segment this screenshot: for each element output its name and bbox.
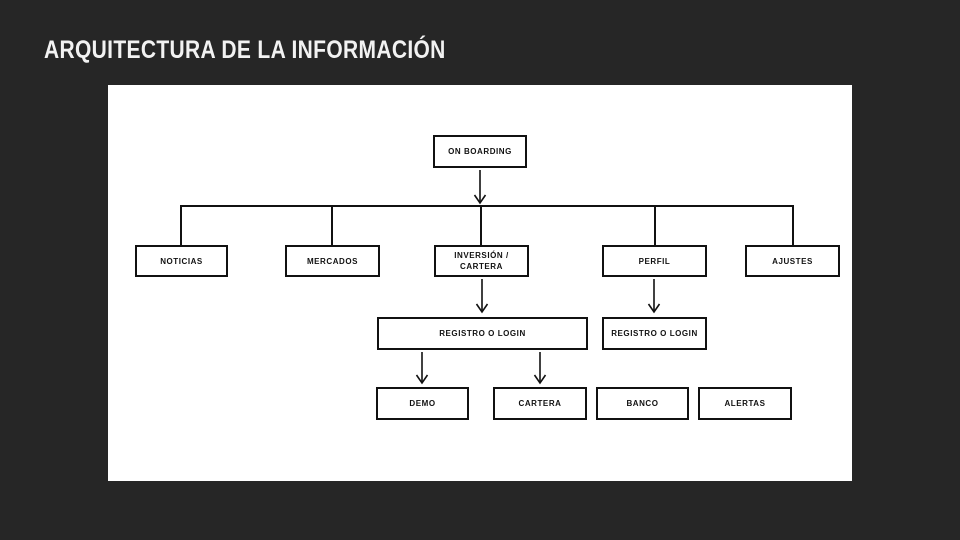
node-perfil[interactable]: PERFIL <box>602 245 707 277</box>
node-mercados[interactable]: MERCADOS <box>285 245 380 277</box>
node-inversion-cartera[interactable]: INVERSIÓN / CARTERA <box>434 245 529 277</box>
node-label: REGISTRO O LOGIN <box>611 329 698 338</box>
node-cartera[interactable]: CARTERA <box>493 387 587 420</box>
diagram-canvas: ON BOARDING NOTICIAS MERCADOS INVERSIÓN … <box>108 85 852 481</box>
node-label: ON BOARDING <box>448 147 512 156</box>
arrow-registro-to-cartera <box>532 352 548 386</box>
arrow-onboarding-to-bus <box>472 170 488 206</box>
node-label: AJUSTES <box>772 256 813 266</box>
arrow-registro-to-demo <box>414 352 430 386</box>
node-label: PERFIL <box>638 256 671 266</box>
node-label: ALERTAS <box>724 399 766 408</box>
bus-stem-noticias <box>180 205 182 246</box>
bus-stem-inversion <box>480 205 482 246</box>
node-alertas[interactable]: ALERTAS <box>698 387 792 420</box>
page-title: ARQUITECTURA DE LA INFORMACIÓN <box>44 36 446 64</box>
node-ajustes[interactable]: AJUSTES <box>745 245 840 277</box>
bus-stem-mercados <box>331 205 333 246</box>
node-registro-login-perfil[interactable]: REGISTRO O LOGIN <box>602 317 707 350</box>
node-label: MERCADOS <box>306 256 359 266</box>
node-label: CARTERA <box>518 399 562 408</box>
bus-stem-perfil <box>654 205 656 246</box>
node-label: INVERSIÓN / CARTERA <box>454 251 509 271</box>
node-banco[interactable]: BANCO <box>596 387 689 420</box>
arrow-inversion-to-registro <box>474 279 490 315</box>
node-registro-login-inversion[interactable]: REGISTRO O LOGIN <box>377 317 588 350</box>
node-label: NOTICIAS <box>160 256 203 266</box>
node-label: REGISTRO O LOGIN <box>439 329 526 338</box>
node-label: BANCO <box>626 399 659 408</box>
bus-stem-ajustes <box>792 205 794 246</box>
node-demo[interactable]: DEMO <box>376 387 469 420</box>
node-noticias[interactable]: NOTICIAS <box>135 245 228 277</box>
arrow-perfil-to-registro <box>646 279 662 315</box>
node-on-boarding[interactable]: ON BOARDING <box>433 135 527 168</box>
node-label: DEMO <box>409 399 436 408</box>
bus-bar-horizontal <box>180 205 794 207</box>
